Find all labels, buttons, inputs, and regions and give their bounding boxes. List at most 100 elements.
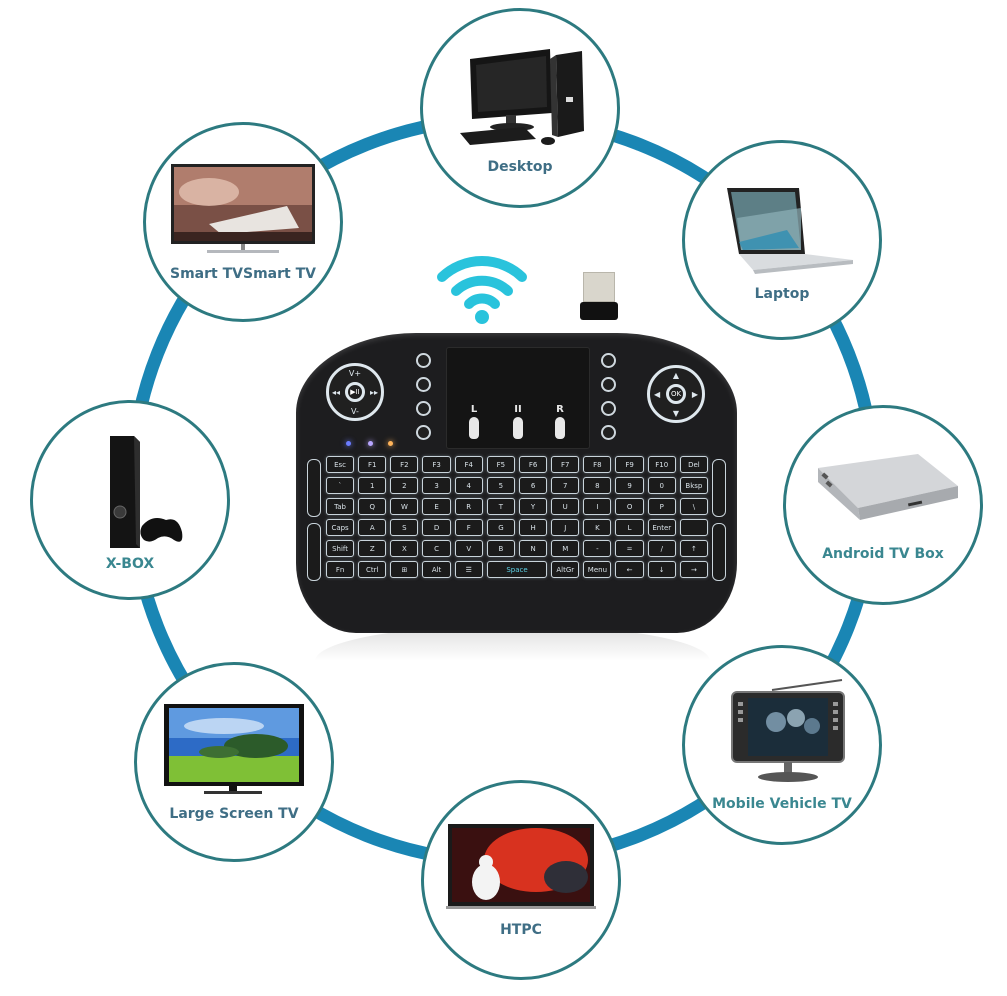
device-label: Smart TVSmart TV	[170, 266, 316, 282]
wifi-icon	[437, 256, 527, 324]
key: H	[518, 519, 548, 536]
key: 6	[518, 477, 548, 494]
key: Caps	[326, 519, 355, 536]
key: ↑	[679, 540, 708, 557]
vehicle-tv-icon	[731, 679, 845, 782]
side-key-right-top	[712, 459, 726, 517]
usb-dongle-icon	[580, 272, 618, 324]
function-button-icon	[416, 353, 431, 368]
ok-button-icon: OK	[666, 384, 686, 404]
key: ↓	[647, 561, 676, 578]
key: Q	[358, 498, 387, 515]
key: ☰	[454, 561, 483, 578]
right-click-zone: R	[553, 404, 567, 439]
key: Alt	[422, 561, 451, 578]
key: T	[486, 498, 515, 515]
key: \	[679, 498, 708, 515]
status-led-icon	[388, 441, 393, 446]
key: C	[422, 540, 451, 557]
key: K	[583, 519, 612, 536]
key: I	[583, 498, 612, 515]
function-button-icon	[416, 377, 431, 392]
key	[679, 519, 708, 536]
scroll-zone: II	[511, 404, 525, 439]
device-circle-htpc: HTPC	[421, 780, 621, 980]
key: 8	[583, 477, 612, 494]
key: 9	[615, 477, 644, 494]
key: `	[326, 477, 355, 494]
side-key-left-top	[307, 459, 321, 517]
key: Y	[518, 498, 548, 515]
key: F2	[390, 456, 419, 473]
key: =	[615, 540, 644, 557]
key: 3	[422, 477, 451, 494]
key: →	[679, 561, 708, 578]
device-circle-desktop: Desktop	[420, 8, 620, 208]
device-circle-xbox: X-BOX	[30, 400, 230, 600]
function-button-icon	[416, 401, 431, 416]
key: D	[422, 519, 451, 536]
key: B	[486, 540, 515, 557]
arrow-right-icon: ▶	[691, 389, 698, 399]
key: Enter	[647, 519, 676, 536]
large-tv-icon	[164, 704, 304, 794]
key: F10	[647, 456, 676, 473]
key: R	[454, 498, 483, 515]
key: Esc	[326, 456, 355, 473]
key: Tab	[326, 498, 355, 515]
key: G	[486, 519, 515, 536]
left-click-zone: L	[467, 404, 481, 439]
arrow-up-icon: ▲	[672, 371, 680, 380]
device-label: Large Screen TV	[169, 806, 299, 822]
search-button-icon	[601, 353, 616, 368]
key: F8	[583, 456, 612, 473]
key: L	[615, 519, 644, 536]
key: 7	[551, 477, 580, 494]
key: -	[583, 540, 612, 557]
smart-tv-icon	[171, 164, 315, 253]
device-label: Laptop	[754, 286, 810, 302]
volume-down-icon: V-	[351, 407, 359, 416]
function-button-icon	[416, 425, 431, 440]
key: E	[422, 498, 451, 515]
menu-button-icon	[601, 425, 616, 440]
arrow-left-icon: ◀	[654, 389, 661, 399]
key: O	[615, 498, 644, 515]
side-key-right-bottom	[712, 523, 726, 581]
key: ←	[615, 561, 644, 578]
key: W	[390, 498, 419, 515]
touchpad: L II R	[446, 347, 590, 449]
key: Ctrl	[358, 561, 387, 578]
key: /	[647, 540, 676, 557]
status-led-icon	[346, 441, 351, 446]
device-label: X-BOX	[105, 556, 155, 572]
key: Del	[679, 456, 708, 473]
key: 1	[358, 477, 387, 494]
key: F7	[551, 456, 580, 473]
key: Space	[486, 561, 548, 578]
play-pause-icon: ▶II	[345, 382, 365, 402]
device-label: HTPC	[500, 922, 542, 938]
key: 0	[647, 477, 676, 494]
volume-up-icon: V+	[348, 369, 362, 378]
device-label: Desktop	[487, 159, 553, 175]
side-key-left-bottom	[307, 523, 321, 581]
key: F5	[486, 456, 515, 473]
game-console-icon	[110, 436, 183, 548]
navigation-dpad: ▲ ▼ ◀ ▶ OK	[647, 365, 705, 423]
key: P	[647, 498, 676, 515]
key: F4	[454, 456, 483, 473]
next-track-icon: ▸▸	[369, 387, 378, 397]
key: AltGr	[551, 561, 580, 578]
key: Bksp	[679, 477, 708, 494]
status-led-icon	[368, 441, 373, 446]
device-circle-mobile-vehicle-tv: Mobile Vehicle TV	[682, 645, 882, 845]
laptop-icon	[727, 188, 853, 274]
key: Shift	[326, 540, 355, 557]
tv-box-icon	[818, 454, 958, 520]
device-circle-smart-tv: Smart TVSmart TV	[143, 122, 343, 322]
device-circle-android-tv-box: Android TV Box	[783, 405, 983, 605]
key: 5	[486, 477, 515, 494]
